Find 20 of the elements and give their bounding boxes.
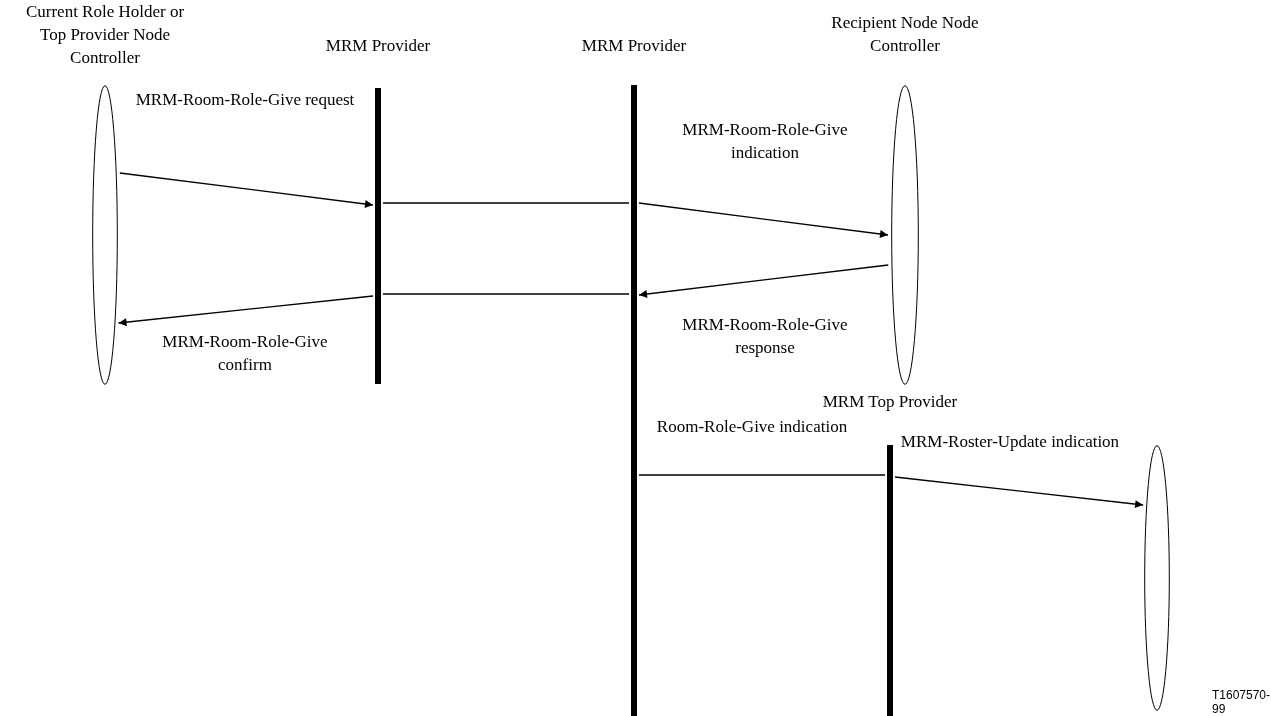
edge-label: Room-Role-Give indication xyxy=(655,416,849,438)
edge-label: MRM-Room-Role-Give confirm xyxy=(161,331,329,376)
connector-line xyxy=(382,293,630,295)
arrow xyxy=(638,264,889,298)
edge-label: MRM-Roster-Update indication xyxy=(900,431,1120,453)
arrow xyxy=(894,476,1144,509)
edge-label: MRM-Room-Role-Give indication xyxy=(681,119,849,164)
edge-label: MRM-Room-Role-Give request xyxy=(135,89,355,111)
arrow xyxy=(638,202,889,238)
figure-code: T1607570-99 xyxy=(1212,688,1271,716)
participant-label: Recipient Node Node Controller xyxy=(830,12,980,57)
arrow xyxy=(117,295,374,327)
participant-label: MRM Top Provider xyxy=(821,391,959,413)
connector-line xyxy=(382,202,630,204)
connector-line xyxy=(638,474,886,476)
participant-label: MRM Provider xyxy=(324,35,432,57)
participant-label: Current Role Holder or Top Provider Node Controller xyxy=(24,1,186,69)
arrow xyxy=(119,172,374,208)
participant-label: MRM Provider xyxy=(580,35,688,57)
edge-label: MRM-Room-Role-Give response xyxy=(681,314,849,359)
